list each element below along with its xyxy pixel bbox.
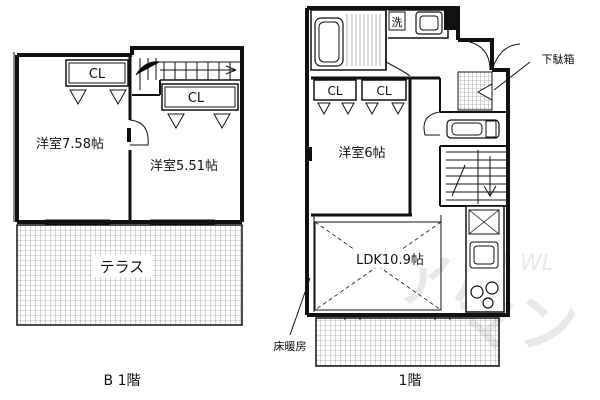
closet-b1-left: CL [65, 59, 129, 106]
svg-text:WL: WL [520, 251, 554, 276]
floor-label-b1: B 1階 [104, 373, 141, 389]
kitchen-counter [465, 205, 505, 313]
closet-label: CL [327, 84, 342, 98]
shoe-box-label: 下駄箱 [542, 52, 575, 66]
room-label-ldk: LDK10.9帖 [356, 253, 424, 268]
first-floor-balcony [315, 315, 500, 367]
entrance-genkan [457, 71, 493, 111]
b1-stairs [135, 58, 240, 90]
first-floor-plan: 洗 CL CL 洋室6帖 [274, 6, 575, 389]
closet-1f-left: CL [313, 79, 357, 116]
floor-heating-label: 床暖房 [274, 339, 307, 353]
closet-label: CL [188, 91, 205, 106]
terrace-label: テラス [100, 258, 145, 276]
b1-floor-plan: CL CL 洋室7.58帖 洋室5.51帖 テラス B 1階 [13, 46, 244, 389]
terrace: テラス [16, 224, 243, 326]
ldk-room: LDK10.9帖 [313, 215, 442, 312]
room-label-western-6: 洋室6帖 [338, 145, 385, 161]
toilet [446, 119, 500, 139]
bathtub [314, 17, 344, 67]
room-label-western-551: 洋室5.51帖 [150, 158, 218, 174]
first-floor-stairs [446, 150, 506, 204]
washbasin [415, 11, 443, 35]
washroom-label: 洗 [392, 16, 403, 29]
closet-b1-right: CL [161, 83, 239, 130]
room-label-western-758: 洋室7.58帖 [36, 136, 104, 152]
closet-1f-right: CL [361, 79, 407, 116]
closet-label: CL [376, 84, 391, 98]
floor-label-1f: 1階 [399, 373, 422, 389]
closet-label: CL [89, 67, 106, 82]
